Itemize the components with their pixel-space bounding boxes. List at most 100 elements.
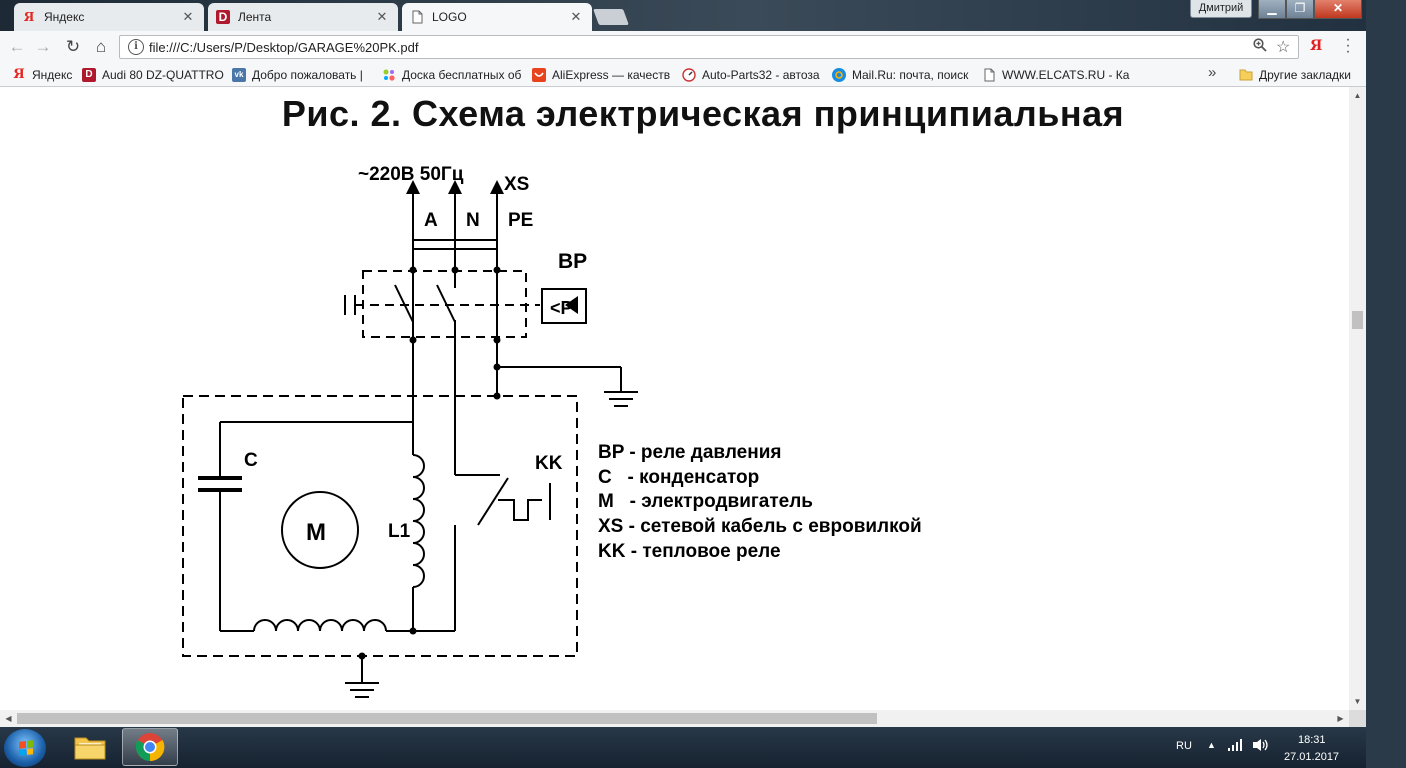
scrollbar-thumb[interactable]	[1352, 311, 1363, 329]
windows-logo-icon	[19, 740, 33, 756]
bookmark-label: Auto-Parts32 - автоза	[702, 67, 820, 82]
tray-expand-icon[interactable]: ▲	[1207, 740, 1216, 750]
coil-l1	[412, 454, 425, 588]
vk-icon: vk	[232, 67, 246, 82]
arrow-a	[406, 180, 420, 194]
vertical-scrollbar[interactable]: ▲ ▼	[1349, 87, 1366, 710]
bookmark-item[interactable]: Mail.Ru: почта, поиск	[832, 66, 970, 83]
minimize-button[interactable]: ▁	[1258, 0, 1286, 19]
tab-label: LOGO	[432, 10, 467, 24]
home-icon[interactable]: ⌂	[95, 37, 107, 56]
yandex-icon: Я	[23, 10, 35, 24]
tab-yandex[interactable]: Я Яндекс ✕	[14, 3, 204, 31]
folder-icon	[74, 737, 106, 760]
close-tab-icon[interactable]: ✕	[376, 9, 388, 24]
legend-item: XS - сетевой кабель с евровилкой	[598, 516, 922, 537]
taskbar-chrome[interactable]	[122, 728, 178, 766]
network-icon[interactable]	[1227, 738, 1243, 755]
bookmark-label: Mail.Ru: почта, поиск	[852, 67, 969, 82]
label-m: M	[306, 519, 326, 546]
arrow-pe	[490, 180, 504, 194]
aliexpress-icon	[532, 67, 546, 82]
pdf-viewer: Рис. 2. Схема электрическая принципиальн…	[0, 87, 1349, 710]
star-icon[interactable]: ☆	[1276, 39, 1291, 56]
label-c: C	[244, 450, 258, 471]
scrollbar-corner	[1349, 710, 1366, 727]
reload-icon[interactable]: ↻	[65, 37, 81, 56]
bookmark-label: Добро пожаловать |	[252, 67, 363, 82]
avito-icon	[382, 68, 396, 82]
label-n: N	[466, 210, 480, 231]
horizontal-scrollbar[interactable]: ◀ ▶	[0, 710, 1349, 727]
bookmark-item[interactable]: Доска бесплатных об	[382, 66, 522, 83]
forward-arrow-icon[interactable]: →	[34, 37, 52, 56]
motor-symbol	[281, 491, 359, 569]
zoom-icon[interactable]	[1253, 38, 1267, 56]
info-icon[interactable]: i	[128, 39, 144, 55]
scrollbar-thumb[interactable]	[17, 713, 877, 724]
d-icon: D	[82, 67, 96, 82]
tab-lenta[interactable]: D Лента ✕	[208, 3, 398, 31]
close-window-button[interactable]: ✕	[1314, 0, 1362, 19]
gauge-icon	[682, 67, 696, 82]
taskbar	[0, 727, 1366, 768]
document-title: Рис. 2. Схема электрическая принципиальн…	[281, 93, 1125, 134]
bookmark-item[interactable]: D Audi 80 DZ-QUATTRO	[82, 66, 224, 83]
thermal-relay-contact	[477, 477, 509, 526]
scroll-up-arrow-icon[interactable]: ▲	[1353, 91, 1362, 100]
bookmark-label: Другие закладки	[1259, 67, 1351, 82]
bookmark-item[interactable]: Я Яндекс	[12, 66, 76, 83]
bookmark-item[interactable]: WWW.ELCATS.RU - Ка	[982, 66, 1129, 83]
legend: BP - реле давления C - конденсатор M - э…	[598, 442, 922, 562]
url-input[interactable]	[149, 38, 1239, 56]
label-xs: XS	[504, 174, 529, 195]
chrome-icon	[135, 733, 165, 762]
legend-item: M - электродвигатель	[598, 491, 813, 512]
maximize-button[interactable]: ❐	[1286, 0, 1314, 19]
wiring-diagram: ~220В 50Гц XS A N PE BP <P C M L1 KK BP …	[182, 164, 922, 698]
clock-date[interactable]: 27.01.2017	[1284, 751, 1340, 763]
tab-strip	[0, 0, 1366, 31]
scroll-left-arrow-icon[interactable]: ◀	[5, 714, 12, 723]
bookmark-label: Доска бесплатных об	[402, 67, 522, 82]
bookmark-label: Audi 80 DZ-QUATTRO	[102, 67, 224, 82]
tab-logo[interactable]: LOGO ✕	[402, 3, 592, 31]
address-bar[interactable]: i ☆	[119, 35, 1299, 59]
clock-time[interactable]: 18:31	[1298, 734, 1326, 746]
volume-icon[interactable]	[1251, 737, 1269, 756]
more-bookmarks-chevron-icon[interactable]: »	[1208, 64, 1217, 81]
yandex-extension-icon[interactable]: Я	[1310, 38, 1323, 54]
label-kk: KK	[535, 453, 563, 474]
taskbar-explorer[interactable]	[62, 728, 118, 766]
coil-start-winding	[253, 619, 387, 632]
arrow-n	[448, 180, 462, 194]
tab-label: Яндекс	[44, 10, 85, 24]
pressure-sensor-box	[541, 288, 587, 324]
new-tab-button[interactable]	[593, 9, 629, 25]
bookmark-item[interactable]: AliExpress — качеств	[532, 66, 670, 83]
scroll-right-arrow-icon[interactable]: ▶	[1337, 714, 1344, 723]
start-button[interactable]	[4, 729, 46, 767]
label-pe: PE	[508, 210, 533, 231]
tab-label: Лента	[238, 10, 272, 24]
close-tab-icon[interactable]: ✕	[570, 9, 582, 24]
page-icon	[982, 68, 996, 82]
folder-icon	[1239, 68, 1253, 82]
language-indicator[interactable]: RU	[1176, 740, 1192, 752]
profile-button[interactable]: Дмитрий	[1190, 0, 1252, 18]
supply-label: ~220В 50Гц	[358, 164, 464, 185]
yandex-icon: Я	[13, 67, 25, 82]
label-p: <P	[550, 298, 573, 318]
back-arrow-icon[interactable]: ←	[8, 37, 26, 56]
bookmark-item[interactable]: vk Добро пожаловать |	[232, 66, 368, 83]
bookmark-item[interactable]: Auto-Parts32 - автоза	[682, 66, 822, 83]
scroll-down-arrow-icon[interactable]: ▼	[1353, 697, 1362, 706]
label-l1: L1	[388, 521, 411, 542]
motor-housing-box	[182, 395, 578, 657]
other-bookmarks-folder[interactable]: Другие закладки	[1239, 66, 1351, 83]
menu-icon[interactable]: ···	[1345, 31, 1351, 60]
legend-item: BP - реле давления	[598, 442, 781, 463]
close-tab-icon[interactable]: ✕	[182, 9, 194, 24]
legend-item: C - конденсатор	[598, 467, 759, 488]
label-bp: BP	[558, 250, 587, 273]
